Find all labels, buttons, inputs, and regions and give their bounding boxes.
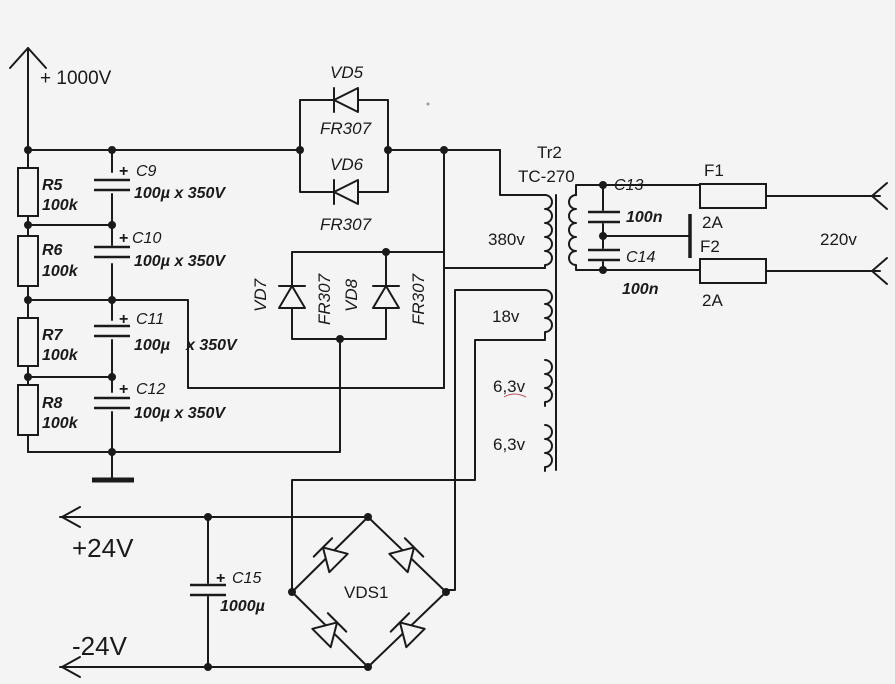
vd8-part: FR307 (409, 273, 428, 325)
f2-name: F2 (700, 237, 720, 256)
r6-name: R6 (42, 242, 63, 259)
winding-label-6-3v-b: 6,3v (493, 435, 526, 454)
c15-value: 1000µ (220, 598, 265, 615)
winding-primary (568, 194, 577, 269)
bridge-name: VDS1 (344, 583, 388, 602)
capacitor-c9 (94, 178, 130, 192)
capacitor-c10 (94, 245, 130, 259)
winding-380v (544, 194, 553, 269)
neg24-label: -24V (72, 631, 128, 661)
f1-name: F1 (704, 161, 724, 180)
diode-vd6 (333, 179, 359, 205)
vd5-part: FR307 (320, 119, 372, 138)
hv-winding-return (443, 267, 546, 389)
vd7-part: FR307 (315, 273, 334, 325)
r8-name: R8 (42, 395, 63, 412)
vd5-name: VD5 (330, 63, 364, 82)
f1-rating: 2A (702, 213, 723, 232)
resistor-r5 (17, 167, 39, 217)
winding-label-18v: 18v (492, 307, 520, 326)
vd7-vd8-loop (291, 251, 387, 340)
c15-plus: + (216, 570, 225, 587)
ground-return-wire (27, 338, 341, 453)
r7-value: 100k (42, 347, 79, 364)
resistor-r8 (17, 384, 39, 436)
transformer-model: TC-270 (518, 167, 575, 186)
vd7-name: VD7 (251, 278, 270, 312)
diode-vd8 (372, 285, 400, 309)
f2-rating: 2A (702, 291, 723, 310)
r8-value: 100k (42, 415, 79, 432)
r7-name: R7 (42, 327, 64, 344)
transformer-name: Tr2 (537, 143, 562, 162)
vd6-part: FR307 (320, 215, 372, 234)
mains-voltage-label: 220v (820, 230, 857, 249)
c12-value: 100µ x 350V (134, 405, 226, 422)
pos24-label: +24V (72, 533, 134, 563)
resistor-r7 (17, 317, 39, 367)
c15-name: C15 (232, 570, 261, 587)
c12-name: C12 (136, 381, 165, 398)
winding-label-6-3v-a: 6,3v (493, 377, 526, 396)
vd8-name: VD8 (342, 278, 361, 312)
diode-vd7 (278, 285, 306, 309)
r6-value: 100k (42, 263, 79, 280)
diode-vd5 (333, 87, 359, 113)
vd6-name: VD6 (330, 155, 364, 174)
mains-terminal-1 (871, 182, 888, 210)
c11-value-extra: x 350V (185, 337, 238, 354)
winding-6-3v-a (544, 359, 553, 407)
capacitor-c11 (94, 324, 130, 338)
c10-plus: + (119, 230, 128, 247)
c14-value: 100n (622, 281, 659, 298)
c9-value: 100µ x 350V (134, 185, 226, 202)
winding-6-3v-b (544, 424, 553, 472)
r5-name: R5 (42, 177, 64, 194)
resistor-r6 (17, 235, 39, 287)
c9-name: C9 (136, 163, 157, 180)
fuse-f1 (699, 183, 767, 209)
r5-value: 100k (42, 197, 79, 214)
c12-plus: + (119, 381, 128, 398)
winding-18v (544, 289, 553, 336)
vd8-feed-wire (385, 149, 445, 253)
c11-value: 100µ (134, 337, 170, 354)
winding-label-380v: 380v (488, 230, 525, 249)
c11-name: C11 (136, 311, 164, 328)
fuse-f2 (699, 258, 767, 284)
c9-plus: + (119, 163, 128, 180)
c11-plus: + (119, 311, 128, 328)
hv-rail-label: + 1000V (40, 68, 112, 89)
primary-hv-feed (499, 149, 546, 196)
c10-value: 100µ x 350V (134, 253, 226, 270)
mains-terminal-2 (871, 257, 888, 285)
c13-value: 100n (626, 209, 663, 226)
c10-name: C10 (132, 230, 161, 247)
capacitor-c12 (94, 396, 130, 410)
c14-name: C14 (626, 249, 655, 266)
